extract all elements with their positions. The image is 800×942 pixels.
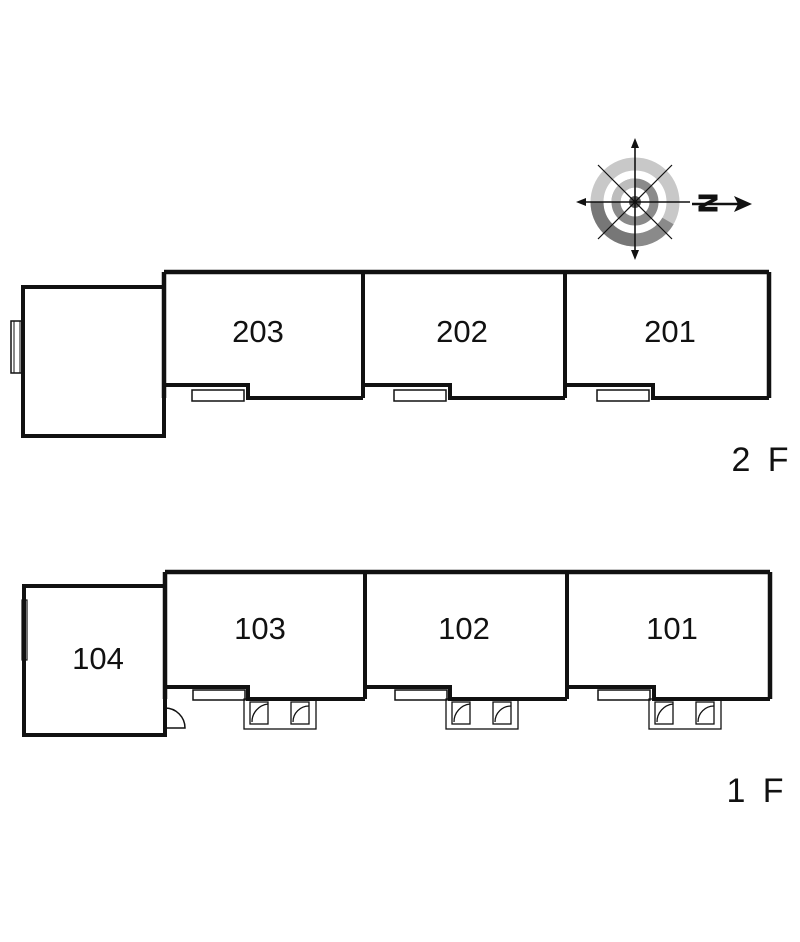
room-203-label: 203 [232,314,284,349]
floor-2 [10,269,772,438]
ledge-201 [596,389,650,402]
floor-1-label: 1 F [726,772,787,810]
room-103-label: 103 [234,611,286,646]
entrance-103 [243,698,317,730]
compass-rose-icon [576,138,752,260]
ledge-203 [191,389,245,402]
floor-2-label: 2 F [731,441,792,479]
annex-2f [21,285,166,438]
room-104-door [164,707,186,730]
ledge-202 [393,389,447,402]
entrance-101 [648,698,722,730]
floor-1 [21,569,773,737]
room-201-label: 201 [644,314,696,349]
room-102-label: 102 [438,611,490,646]
room-104-label: 104 [72,641,124,676]
room-101-label: 101 [646,611,698,646]
north-label: N [692,192,722,214]
room-202-label: 202 [436,314,488,349]
room-104-window [21,599,28,661]
entrance-102 [445,698,519,730]
